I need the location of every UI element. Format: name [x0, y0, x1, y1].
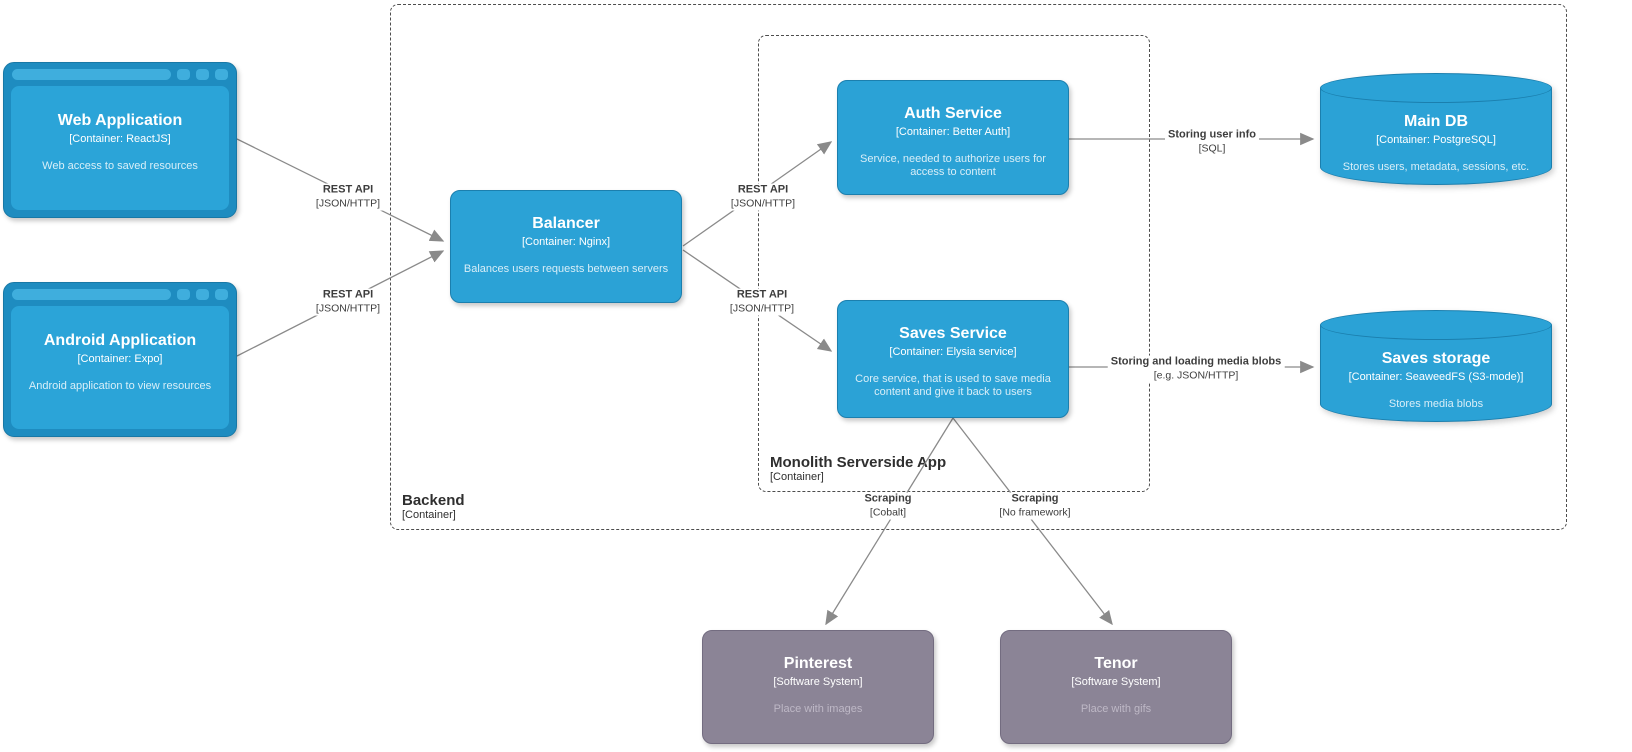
node-subtitle: [Container: Elysia service]	[889, 346, 1017, 359]
browser-content: Web Application [Container: ReactJS] Web…	[11, 86, 229, 210]
node-title: Android Application	[43, 332, 197, 349]
node-subtitle: [Software System]	[773, 676, 863, 689]
boundary-backend-label: Backend [Container]	[402, 492, 465, 522]
edge-action: Storing user info	[1168, 128, 1256, 141]
edge-action: REST API	[737, 183, 789, 196]
edge-action: Scraping	[1011, 492, 1059, 505]
edge-tech: [SQL]	[1198, 142, 1226, 155]
boundary-monolith: Monolith Serverside App [Container]	[758, 35, 1150, 492]
boundary-title: Backend	[402, 491, 465, 509]
address-bar	[12, 289, 171, 300]
edge-action: Scraping	[864, 492, 912, 505]
edge-tech: [JSON/HTTP]	[729, 302, 795, 315]
edge-action: REST API	[322, 183, 374, 196]
node-subtitle: [Container: ReactJS]	[69, 133, 171, 146]
cylinder-top-ellipse	[1320, 73, 1552, 103]
node-title: Web Application	[57, 112, 183, 129]
node-auth-service: Auth Service [Container: Better Auth] Se…	[837, 80, 1069, 195]
edge-tech: [Cobalt]	[869, 506, 907, 519]
node-description: Android application to view resources	[28, 379, 212, 392]
browser-content: Android Application [Container: Expo] An…	[11, 306, 229, 429]
node-subtitle: [Container: Expo]	[77, 353, 163, 366]
node-description: Stores users, metadata, sessions, etc.	[1342, 160, 1530, 173]
edge-action: REST API	[736, 288, 788, 301]
boundary-monolith-label: Monolith Serverside App [Container]	[770, 454, 946, 484]
window-button	[215, 69, 228, 80]
node-title: Main DB	[1404, 113, 1468, 130]
edge-label-auth-to-maindb: Storing user info [SQL]	[1165, 128, 1259, 156]
node-subtitle: [Container: PostgreSQL]	[1376, 134, 1496, 147]
boundary-type: [Container]	[402, 508, 456, 521]
node-subtitle: [Container: SeaweedFS (S3-mode)]	[1348, 371, 1524, 384]
node-saves-storage: Saves storage [Container: SeaweedFS (S3-…	[1320, 310, 1552, 422]
node-tenor: Tenor [Software System] Place with gifs	[1000, 630, 1232, 744]
browser-chrome	[12, 289, 228, 300]
edge-saves-to-tenor	[952, 417, 1113, 626]
boundary-type: [Container]	[770, 470, 824, 483]
cylinder-top-ellipse	[1320, 310, 1552, 340]
node-title: Tenor	[1094, 655, 1138, 672]
node-title: Auth Service	[904, 105, 1002, 122]
boundary-title: Monolith Serverside App	[770, 453, 947, 471]
node-title: Balancer	[532, 215, 600, 232]
node-main-db: Main DB [Container: PostgreSQL] Stores u…	[1320, 73, 1552, 185]
edge-label-saves-to-tenor: Scraping [No framework]	[996, 492, 1074, 520]
address-bar	[12, 69, 171, 80]
node-pinterest: Pinterest [Software System] Place with i…	[702, 630, 934, 744]
node-android-application: Android Application [Container: Expo] An…	[3, 282, 237, 437]
edge-label-saves-to-pinterest: Scraping [Cobalt]	[861, 492, 915, 520]
node-subtitle: [Software System]	[1071, 676, 1161, 689]
cylinder-body	[1320, 88, 1552, 185]
node-subtitle: [Container: Nginx]	[521, 236, 611, 249]
window-button	[196, 69, 209, 80]
boundary-backend: Backend [Container]	[390, 4, 1567, 530]
node-saves-service: Saves Service [Container: Elysia service…	[837, 300, 1069, 418]
edge-label-web-to-balancer: REST API [JSON/HTTP]	[312, 183, 384, 211]
window-button	[196, 289, 209, 300]
node-description: Balances users requests between servers	[463, 262, 669, 275]
cylinder-body	[1320, 325, 1552, 422]
browser-chrome	[12, 69, 228, 80]
edge-tech: [No framework]	[999, 506, 1071, 519]
edge-saves-to-pinterest	[825, 417, 954, 626]
node-description: Stores media blobs	[1388, 397, 1484, 410]
node-subtitle: [Container: Better Auth]	[895, 126, 1011, 139]
edge-label-balancer-to-saves: REST API [JSON/HTTP]	[726, 288, 798, 316]
window-button	[177, 289, 190, 300]
node-web-application: Web Application [Container: ReactJS] Web…	[3, 62, 237, 218]
edge-tech: [e.g. JSON/HTTP]	[1153, 369, 1239, 382]
window-button	[177, 69, 190, 80]
edge-action: Storing and loading media blobs	[1110, 355, 1282, 368]
edge-action: REST API	[322, 288, 374, 301]
node-title: Pinterest	[783, 655, 853, 672]
node-description: Place with gifs	[1080, 702, 1152, 715]
node-balancer: Balancer [Container: Nginx] Balances use…	[450, 190, 682, 303]
edge-label-saves-to-storage: Storing and loading media blobs [e.g. JS…	[1107, 355, 1285, 383]
edge-tech: [JSON/HTTP]	[315, 302, 381, 315]
node-description: Place with images	[773, 702, 863, 715]
edge-tech: [JSON/HTTP]	[315, 197, 381, 210]
window-button	[215, 289, 228, 300]
node-title: Saves Service	[899, 325, 1007, 342]
node-description: Web access to saved resources	[42, 159, 198, 172]
edge-label-android-to-balancer: REST API [JSON/HTTP]	[312, 288, 384, 316]
node-description: Core service, that is used to save media…	[855, 372, 1051, 399]
node-description: Service, needed to authorize users for a…	[860, 152, 1046, 179]
edge-tech: [JSON/HTTP]	[730, 197, 796, 210]
edge-label-balancer-to-auth: REST API [JSON/HTTP]	[727, 183, 799, 211]
node-title: Saves storage	[1381, 350, 1491, 367]
